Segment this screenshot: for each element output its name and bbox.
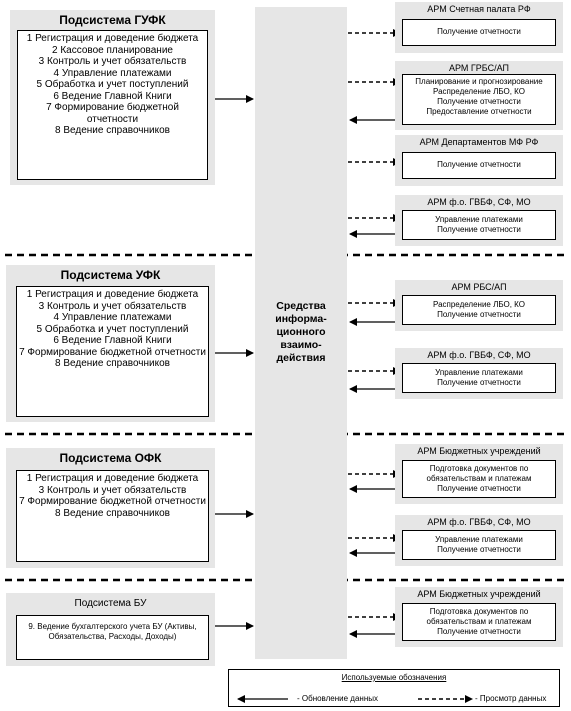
function-item: 7 Формирование бюджетной отчетности [46,102,179,125]
arm-functions: Управление платежами Получение отчетност… [402,210,556,240]
legend-update-label: - Обновление данных [297,694,379,703]
legend-title: Используемые обозначения [341,673,447,682]
arm-title: АРМ Бюджетных учреждений [417,446,541,456]
function-item: 9. Ведение бухгалтерского учета БУ (Акти… [28,622,197,641]
function-item: 8 Ведение справочников [55,125,170,136]
arm-function-item: Получение отчетности [437,378,521,387]
arm-title: АРМ ГРБС/АП [449,63,509,73]
arm-function-item: Получение отчетности [437,27,521,36]
subsystem-ufk-title: Подсистема УФК [60,268,161,282]
arm-function-item: Подготовка документов по обязательствам … [426,464,532,483]
function-item: 6 Ведение Главной Книги [53,90,172,102]
subsystem-gufk: Подсистема ГУФК 1 Регистрация и доведени… [10,10,215,185]
arm-function-item: Планирование и прогнозирование [415,77,543,86]
function-item: 5 Обработка и учет поступлений [36,79,189,90]
arm-function-item: Получение отчетности [437,97,521,106]
arm-title: АРМ Департаментов МФ РФ [419,137,539,147]
function-item: 3 Контроль и учет обязательств [38,484,187,496]
arm-function-item: Получение отчетности [437,484,521,493]
arm-title: АРМ ф.о. ГВБФ, СФ, МО [427,350,531,360]
arm-byudzhetnye-uchrezhdeniya-1: АРМ Бюджетных учреждений Подготовка доку… [395,444,563,504]
arm-function-item: Получение отчетности [437,160,521,169]
subsystem-gufk-title: Подсистема ГУФК [59,13,166,27]
function-item: 3 Контроль и учет обязательств [38,56,187,67]
subsystem-ofk-functions: 1 Регистрация и доведение бюджета 3 Конт… [16,470,209,562]
arm-departamenty-mf: АРМ Департаментов МФ РФ Получение отчетн… [395,135,563,186]
arm-function-item: Получение отчетности [437,225,521,234]
arm-rbs-ap: АРМ РБС/АП Распределение ЛБО, КО Получен… [395,280,563,331]
arm-function-item: Предоставление отчетности [426,107,532,116]
arm-grbs-ap: АРМ ГРБС/АП Планирование и прогнозирован… [395,61,563,130]
arm-title: АРМ ф.о. ГВБФ, СФ, МО [427,517,531,527]
function-item: 4 Управление платежами [53,312,172,323]
function-item: 4 Управление платежами [53,67,172,79]
arm-functions: Подготовка документов по обязательствам … [402,603,556,641]
arm-title: АРМ ф.о. ГВБФ, СФ, МО [427,197,531,207]
arm-functions: Получение отчетности [402,19,556,46]
subsystem-ufk-functions: 1 Регистрация и доведение бюджета 3 Конт… [16,286,209,417]
middleware-label: Средства информа-ционного взаимо-действи… [275,300,327,364]
arm-schetnaya-palata: АРМ Счетная палата РФ Получение отчетнос… [395,2,563,53]
subsystem-ofk-title: Подсистема ОФК [59,451,162,465]
arm-functions: Получение отчетности [402,152,556,179]
function-item: 7 Формирование бюджетной отчетности [19,496,206,507]
arm-title: АРМ РБС/АП [451,282,507,292]
legend-view-label: - Просмотр данных [475,694,547,703]
function-item: 1 Регистрация и доведение бюджета [26,473,199,484]
arm-fo-gvbf-1: АРМ ф.о. ГВБФ, СФ, МО Управление платежа… [395,195,563,246]
arm-title: АРМ Бюджетных учреждений [417,589,541,599]
arm-functions: Управление платежами Получение отчетност… [402,363,556,393]
function-item: 2 Кассовое планирование [52,44,173,56]
function-item: 1 Регистрация и доведение бюджета [26,289,199,300]
function-item: 5 Обработка и учет поступлений [36,323,189,335]
subsystem-bu: Подсистема БУ 9. Ведение бухгалтерского … [6,593,215,666]
function-item: 8 Ведение справочников [55,358,170,369]
arm-function-item: Распределение ЛБО, КО [433,300,525,309]
subsystem-ufk: Подсистема УФК 1 Регистрация и доведение… [6,265,215,422]
subsystem-ofk: Подсистема ОФК 1 Регистрация и доведение… [6,448,215,568]
arm-functions: Планирование и прогнозирование Распредел… [402,74,556,125]
arm-function-item: Получение отчетности [437,545,521,554]
arm-functions: Управление платежами Получение отчетност… [402,530,556,560]
arm-functions: Распределение ЛБО, КО Получение отчетнос… [402,295,556,325]
arm-function-item: Распределение ЛБО, КО [433,87,525,96]
function-item: 6 Ведение Главной Книги [53,335,172,346]
arm-function-item: Подготовка документов по обязательствам … [426,607,532,626]
arm-function-item: Управление платежами [435,368,523,377]
arm-function-item: Управление платежами [435,215,523,224]
legend: Используемые обозначения [228,669,560,707]
arm-function-item: Управление платежами [435,535,523,544]
arm-byudzhetnye-uchrezhdeniya-2: АРМ Бюджетных учреждений Подготовка доку… [395,587,563,647]
subsystem-bu-functions: 9. Ведение бухгалтерского учета БУ (Акти… [16,615,209,660]
subsystem-bu-title: Подсистема БУ [74,598,147,609]
arm-function-item: Получение отчетности [437,627,521,636]
arm-title: АРМ Счетная палата РФ [427,4,531,14]
function-item: 1 Регистрация и доведение бюджета [26,33,199,44]
function-item: 3 Контроль и учет обязательств [38,300,187,312]
arm-fo-gvbf-2: АРМ ф.о. ГВБФ, СФ, МО Управление платежа… [395,348,563,399]
subsystem-gufk-functions: 1 Регистрация и доведение бюджета 2 Касс… [17,30,208,180]
arm-function-item: Получение отчетности [437,310,521,319]
arm-functions: Подготовка документов по обязательствам … [402,460,556,498]
function-item: 7 Формирование бюджетной отчетности [19,346,206,358]
middleware-column [255,7,347,659]
function-item: 8 Ведение справочников [55,507,170,519]
arm-fo-gvbf-3: АРМ ф.о. ГВБФ, СФ, МО Управление платежа… [395,515,563,566]
